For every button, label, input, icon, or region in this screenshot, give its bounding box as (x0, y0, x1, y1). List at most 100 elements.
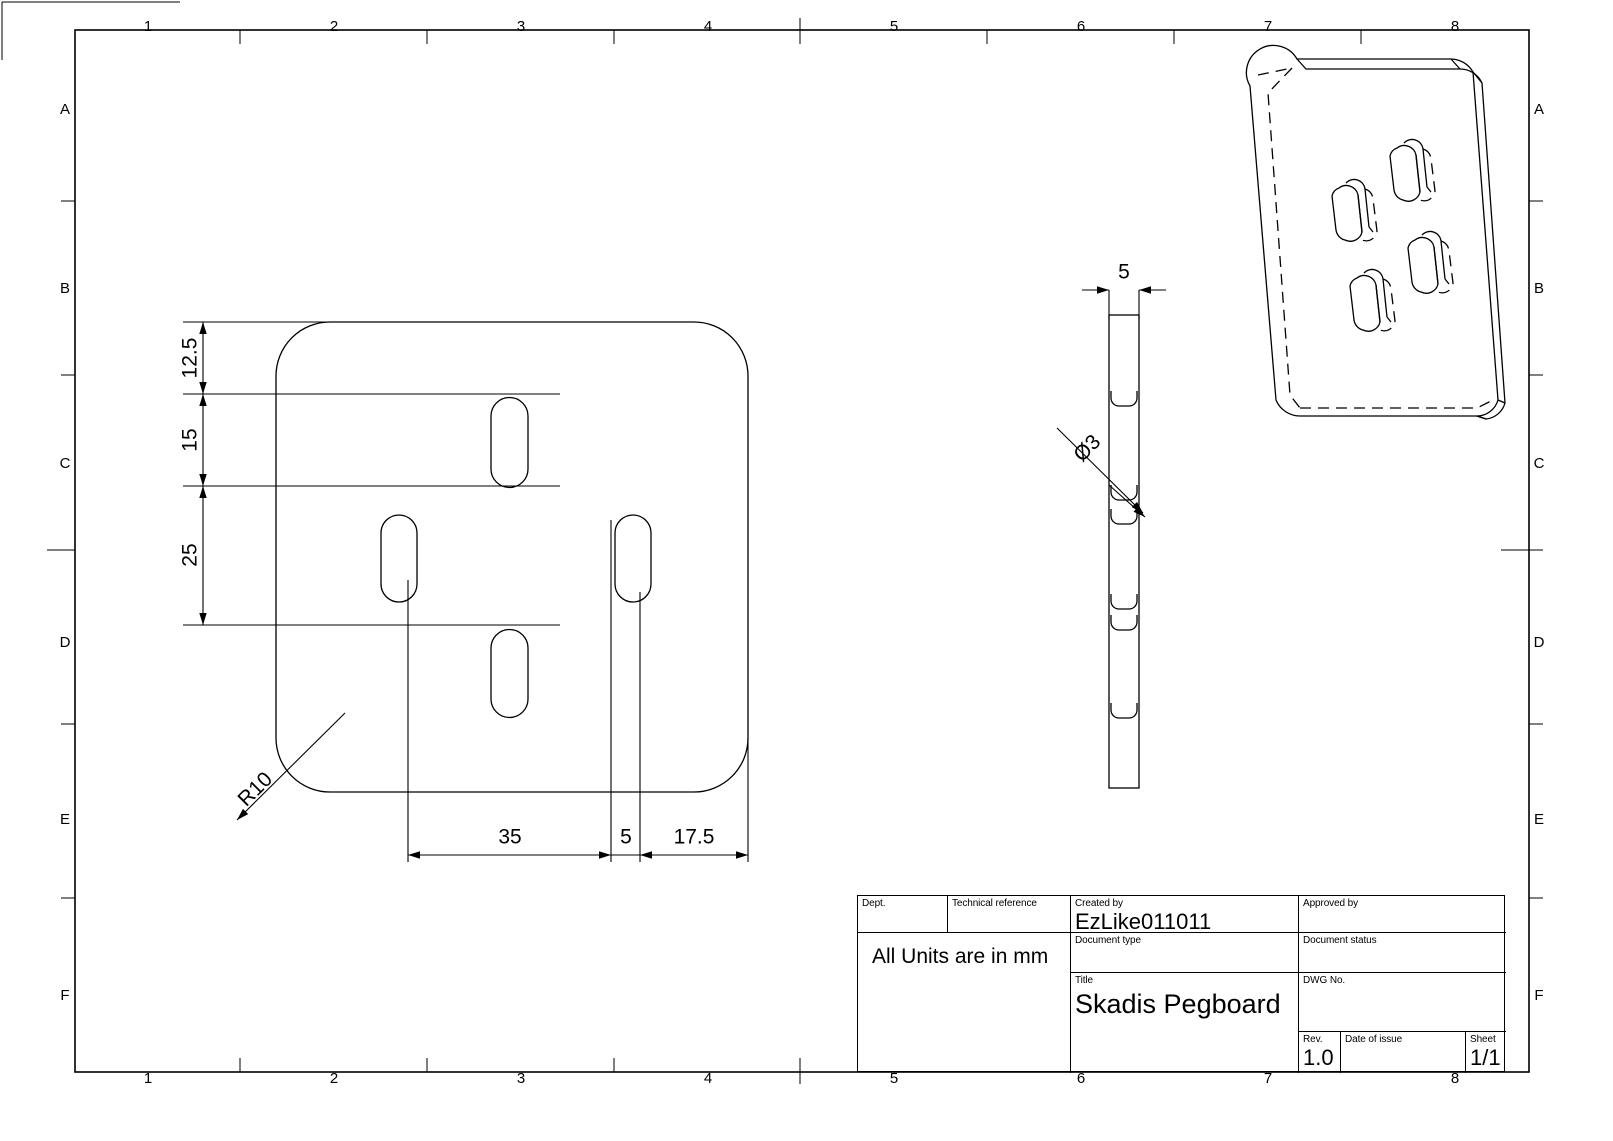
document-status-label: Document status (1303, 935, 1377, 946)
title-block-cell-date-of-issue: Date of issue (1341, 1032, 1466, 1073)
sheet-value: 1/1 (1470, 1045, 1501, 1070)
zone-labels-bottom: 1 2 3 4 5 6 7 8 (144, 1070, 1459, 1087)
rev-value: 1.0 (1303, 1045, 1334, 1070)
dimension-25: 25 (179, 486, 207, 625)
dimension-17-5: 17.5 (640, 826, 748, 859)
zone-label-top-1: 1 (144, 18, 152, 35)
dimension-35: 35 (408, 826, 611, 859)
title-block-cell-sheet: Sheet 1/1 (1466, 1032, 1506, 1073)
zone-ticks-top (239, 18, 1362, 44)
zone-label-left-e: E (60, 811, 70, 828)
dwg-no-label: DWG No. (1303, 975, 1346, 986)
iso-corner-edge-4 (1476, 415, 1487, 420)
front-slot-1 (490, 396, 529, 489)
front-view-extension-lines (183, 321, 749, 862)
dimension-25-label: 25 (179, 543, 202, 566)
dimension-15-label: 15 (179, 428, 202, 451)
dimension-5-horizontal-label: 5 (620, 826, 632, 849)
zone-label-bottom-5: 5 (890, 1070, 898, 1087)
zone-label-bottom-6: 6 (1077, 1070, 1085, 1087)
iso-corner-edge-3 (1497, 399, 1506, 404)
dimension-12-5-label: 12.5 (179, 338, 202, 379)
date-of-issue-label: Date of issue (1345, 1034, 1403, 1045)
front-slot-4 (490, 628, 529, 719)
zone-label-right-e: E (1534, 811, 1544, 828)
title-block-cell-dwg-no: DWG No. (1299, 973, 1506, 1032)
side-view (1108, 314, 1140, 789)
zone-label-top-8: 8 (1451, 18, 1459, 35)
units-note: All Units are in mm (872, 945, 1049, 968)
dimension-diameter-3-label: Ø3 (1069, 430, 1105, 466)
dimension-5-horizontal: 5 (611, 826, 640, 856)
zone-ticks-left (47, 200, 75, 899)
zone-label-left-c: C (60, 455, 71, 472)
iso-slot-4 (1407, 230, 1454, 294)
front-slot-3 (614, 514, 652, 603)
zone-ticks-right (1501, 200, 1543, 899)
isometric-view (1245, 44, 1506, 420)
dimension-thickness-5-label: 5 (1118, 261, 1130, 284)
dimension-17-5-label: 17.5 (674, 826, 715, 849)
side-slot-trace-3 (1110, 509, 1138, 525)
title-block-cell-technical-reference: Technical reference (948, 896, 1071, 933)
side-slot-trace-1 (1110, 391, 1138, 407)
sheet-label: Sheet (1470, 1034, 1496, 1045)
zone-label-bottom-4: 4 (704, 1070, 712, 1087)
title-block-cell-document-type: Document type (1071, 933, 1299, 973)
zone-label-left-f: F (60, 987, 69, 1004)
zone-label-top-3: 3 (517, 18, 525, 35)
side-slot-trace-6 (1110, 703, 1138, 719)
iso-corner-edge-2 (1472, 71, 1483, 84)
zone-label-top-6: 6 (1077, 18, 1085, 35)
title-block-cell-rev: Rev. 1.0 (1299, 1032, 1341, 1073)
iso-slot-2 (1389, 138, 1436, 202)
zone-label-right-b: B (1534, 280, 1544, 297)
zone-label-top-7: 7 (1264, 18, 1272, 35)
iso-slot-3 (1349, 268, 1396, 332)
zone-label-bottom-2: 2 (330, 1070, 338, 1087)
iso-bottom-right-edge (1476, 402, 1506, 420)
zone-label-bottom-3: 3 (517, 1070, 525, 1087)
zone-label-right-f: F (1534, 987, 1543, 1004)
side-outline (1108, 314, 1140, 789)
zone-label-top-4: 4 (704, 18, 712, 35)
technical-reference-label: Technical reference (952, 898, 1037, 909)
zone-label-right-d: D (1534, 634, 1545, 651)
title-block: Dept. Technical reference Created by EzL… (857, 895, 1506, 1073)
title-block-cell-created-by: Created by EzLike011011 (1071, 896, 1299, 933)
dimension-diameter-3: Ø3 (1056, 427, 1146, 518)
zone-label-bottom-1: 1 (144, 1070, 152, 1087)
zone-labels-right: A B C D E F (1534, 101, 1545, 1004)
dimension-r10: R10 (234, 712, 346, 821)
front-outline (275, 321, 749, 793)
front-view (275, 321, 749, 793)
zone-label-bottom-8: 8 (1451, 1070, 1459, 1087)
dimension-12-5: 12.5 (179, 322, 207, 394)
zone-labels-top: 1 2 3 4 5 6 7 8 (144, 18, 1459, 35)
iso-hidden-topleft (1257, 67, 1293, 76)
title-value: Skadis Pegboard (1075, 989, 1281, 1019)
dimension-r10-label: R10 (234, 768, 278, 812)
zone-label-bottom-7: 7 (1264, 1070, 1272, 1087)
created-by-label: Created by (1075, 898, 1123, 909)
zone-label-left-a: A (60, 101, 70, 118)
iso-slot-1 (1331, 178, 1378, 242)
zone-label-right-c: C (1534, 455, 1545, 472)
zone-label-left-b: B (60, 280, 70, 297)
side-slot-trace-4 (1110, 594, 1138, 610)
iso-top-edge (1296, 58, 1506, 404)
title-block-cell-document-status: Document status (1299, 933, 1506, 973)
rev-label: Rev. (1303, 1034, 1323, 1045)
zone-label-top-5: 5 (890, 18, 898, 35)
iso-hidden-left (1267, 67, 1301, 409)
zone-label-top-2: 2 (330, 18, 338, 35)
created-by-value: EzLike011011 (1075, 909, 1212, 933)
front-slot-2 (380, 514, 418, 603)
iso-corner-edge-1 (1450, 58, 1461, 70)
iso-hidden-bottom (1300, 399, 1494, 409)
title-label: Title (1075, 975, 1094, 986)
dimension-35-label: 35 (498, 826, 521, 849)
document-type-label: Document type (1075, 935, 1141, 946)
